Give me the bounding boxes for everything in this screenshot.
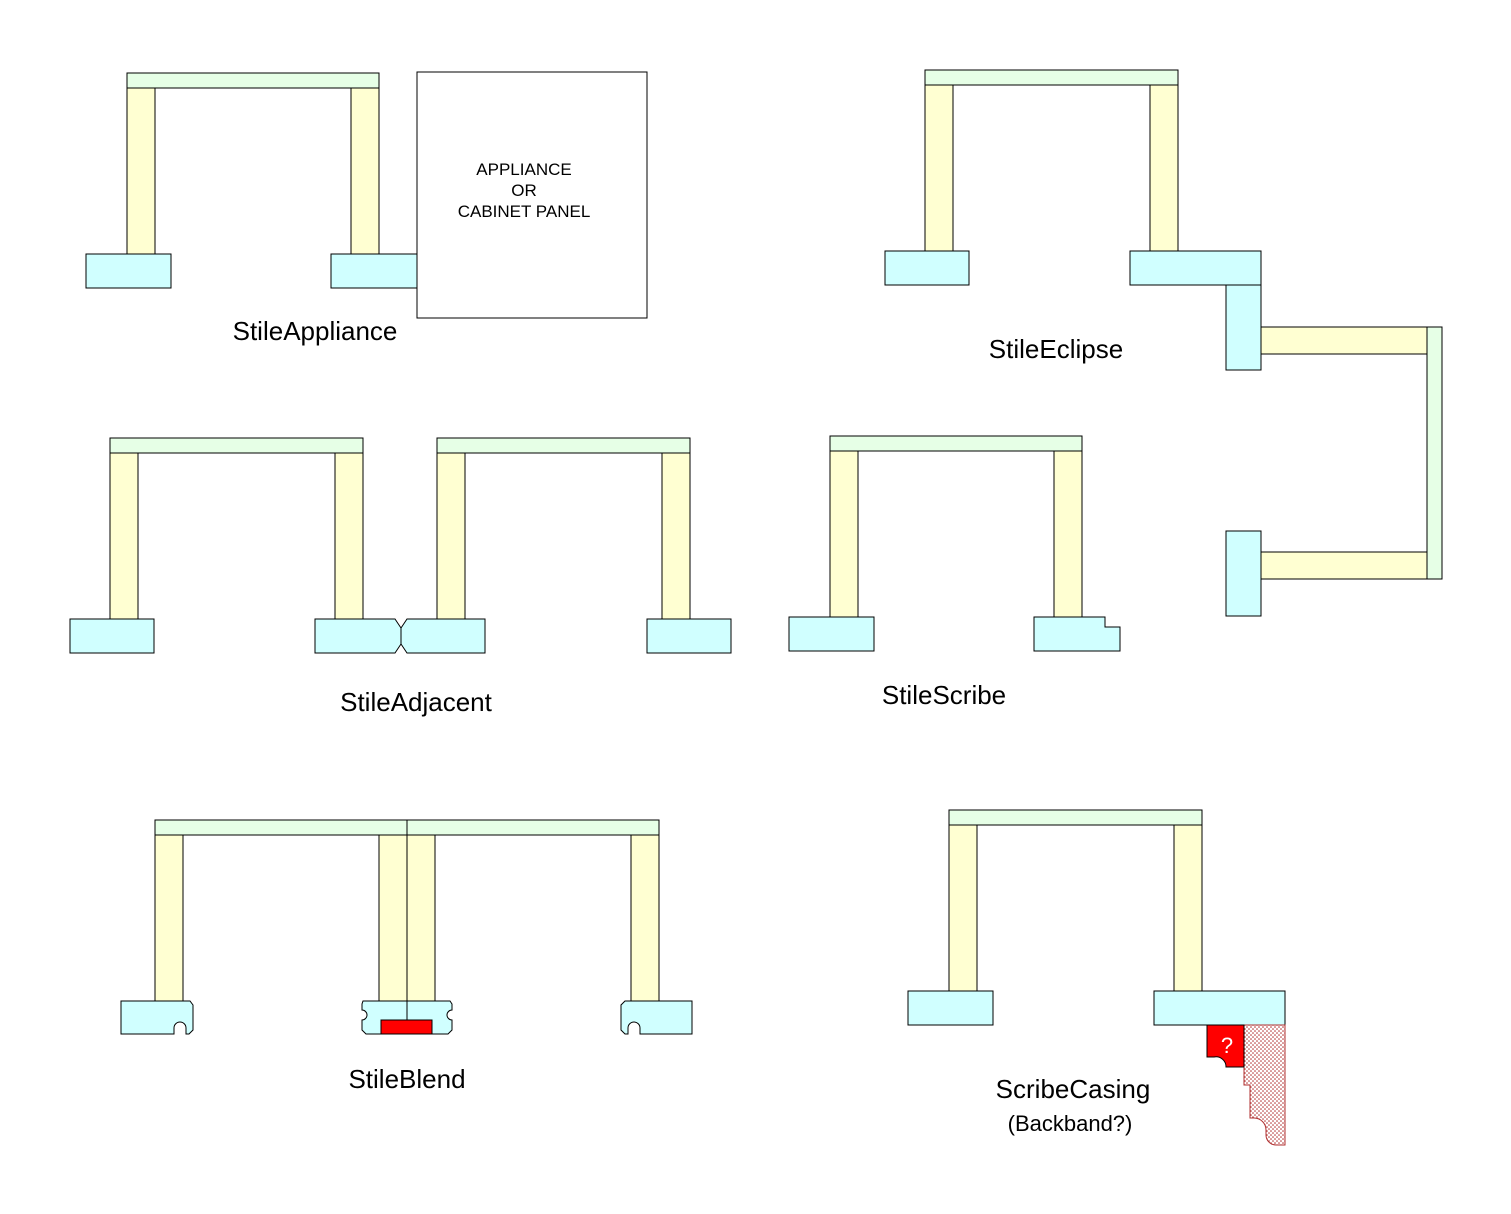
diagram-label: StileScribe xyxy=(882,680,1006,710)
center-left-block xyxy=(314,618,402,654)
top-rail xyxy=(948,809,1203,826)
left-stile xyxy=(924,84,954,252)
top-rail-right xyxy=(436,437,691,454)
right-stile xyxy=(1173,824,1203,992)
right-stile-block xyxy=(330,253,418,289)
panel-text-line1: APPLIANCE xyxy=(476,160,571,179)
top-rail-left xyxy=(154,819,408,836)
left-stile xyxy=(126,87,156,255)
left-stile xyxy=(948,824,978,992)
right-stile-block xyxy=(1129,250,1262,286)
right-stile xyxy=(1149,84,1179,252)
scribe-casing-diagram: ? ScribeCasing (Backband?) xyxy=(907,809,1286,1146)
center-left-stile xyxy=(334,452,364,620)
diagram-label: ScribeCasing xyxy=(996,1074,1151,1104)
right-stile xyxy=(630,834,660,1002)
top-rail xyxy=(924,69,1179,86)
left-stile xyxy=(109,452,139,620)
right-stile xyxy=(1053,450,1083,618)
stile-scribe-diagram: StileScribe xyxy=(788,435,1121,710)
left-stile xyxy=(154,834,184,1002)
left-stile xyxy=(829,450,859,618)
left-stile-block xyxy=(884,250,970,286)
unknown-mark: ? xyxy=(1221,1033,1233,1058)
top-rail xyxy=(126,72,380,89)
appliance-panel xyxy=(416,71,648,319)
center-right-stile xyxy=(436,452,466,620)
center-left-stile xyxy=(378,834,408,1002)
right-stile-block xyxy=(646,618,732,654)
stile-appliance-diagram: APPLIANCE OR CABINET PANEL StileApplianc… xyxy=(85,71,648,346)
top-rail xyxy=(829,435,1083,452)
left-stile-block xyxy=(69,618,155,654)
casing-profile xyxy=(1243,1024,1286,1146)
stile-blend-diagram: StileBlend xyxy=(120,819,693,1094)
diagram-label: StileEclipse xyxy=(989,334,1123,364)
diagram-label: StileAdjacent xyxy=(340,687,493,717)
left-stile-block xyxy=(85,253,172,289)
right-stile xyxy=(661,452,691,620)
scribe-stile-block xyxy=(1033,616,1121,652)
side-stile-upper xyxy=(1260,326,1428,355)
diagram-sublabel: (Backband?) xyxy=(1008,1111,1133,1136)
center-right-block xyxy=(400,618,486,654)
blend-filler-strip xyxy=(380,1019,433,1035)
center-right-stile xyxy=(406,834,436,1002)
side-block-upper xyxy=(1225,284,1262,371)
stile-eclipse-diagram: StileEclipse xyxy=(884,69,1443,617)
left-stile-block xyxy=(120,1000,194,1035)
side-stile-lower xyxy=(1260,551,1428,580)
side-rail xyxy=(1426,326,1443,580)
diagram-label: StileAppliance xyxy=(233,316,398,346)
panel-text-line2: OR xyxy=(511,181,537,200)
side-block-lower xyxy=(1225,530,1262,617)
backband-piece xyxy=(1206,1024,1245,1068)
right-stile-block xyxy=(1153,990,1286,1026)
left-stile-block xyxy=(907,990,994,1026)
panel-text-line3: CABINET PANEL xyxy=(458,202,591,221)
diagram-label: StileBlend xyxy=(348,1064,465,1094)
left-stile-block xyxy=(788,616,875,652)
top-rail-left xyxy=(109,437,364,454)
right-stile xyxy=(350,87,380,255)
right-stile-block xyxy=(620,1000,693,1035)
stile-adjacent-diagram: StileAdjacent xyxy=(69,437,732,717)
top-rail-right xyxy=(406,819,660,836)
